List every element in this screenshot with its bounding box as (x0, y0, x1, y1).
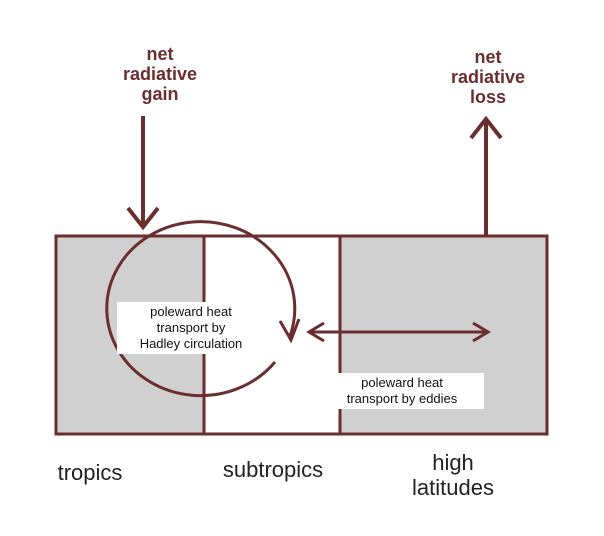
tropics-label: tropics (57, 460, 123, 485)
net-radiative-gain-label: net radiative gain (122, 44, 198, 104)
radiative-loss-arrow (469, 115, 503, 236)
hadley-circulation-arrow (105, 220, 301, 398)
high-latitudes-label: high latitudes (412, 450, 494, 500)
hadley-transport-label: poleward heat transport by Hadley circul… (117, 302, 265, 354)
subtropics-label: subtropics (222, 457, 324, 482)
eddy-transport-label: poleward heat transport by eddies (320, 373, 484, 409)
net-radiative-loss-label: net radiative loss (450, 47, 526, 107)
radiative-gain-arrow (126, 116, 160, 231)
eddy-transport-arrow (306, 321, 491, 343)
